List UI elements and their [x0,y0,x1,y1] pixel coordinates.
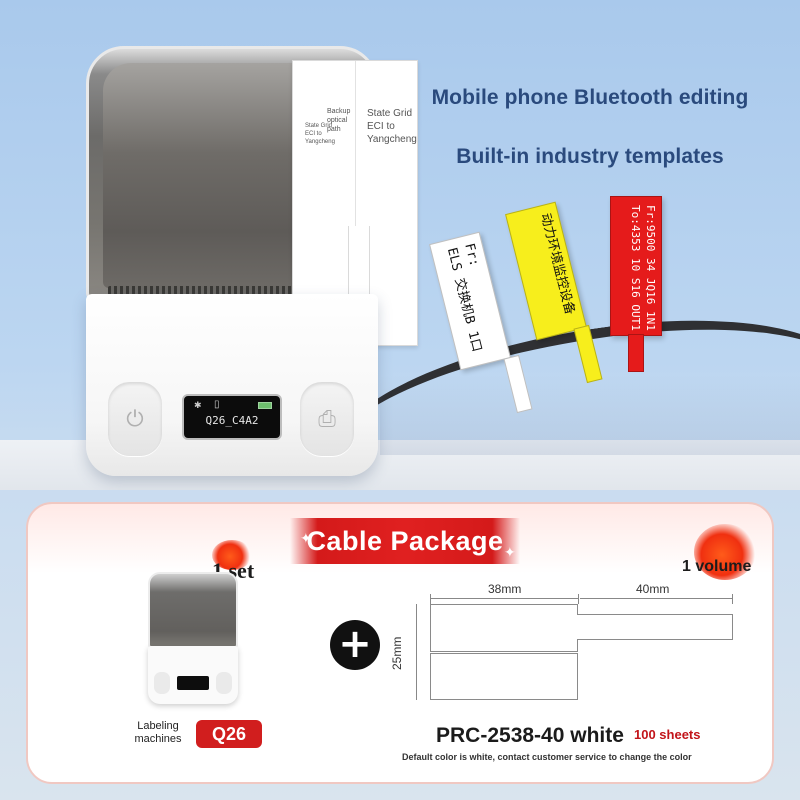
print-icon: ⎙ [318,406,336,431]
sheet-count: 100 sheets [634,727,701,742]
tag-yellow: 动力环境监控设备 [505,201,587,341]
printer-body: ⏻ ✱ ▯ Q26_C4A2 ⎙ [86,294,378,476]
paper-mid-line: Backup [327,108,351,115]
sparkle-icon: ✦ [504,544,516,560]
dimension-tick [578,594,579,604]
wall-shadow [380,375,800,455]
tag-yellow-line1: 动力环境监控设备 [537,211,578,317]
label-top-half [430,604,578,652]
dimension-tick [430,594,431,604]
paper-mid-line: optical [327,117,348,125]
mini-printer-lid [148,572,238,648]
dimension-line-a [430,598,578,599]
tag-white: Fr: ELS 交换机B 1口 [429,231,511,371]
paper-left-text: State Grid ECI to Yangcheng [305,123,335,146]
label-printer: State Grid ECI to Yangcheng Backup optic… [86,46,418,476]
display-device-id: Q26_C4A2 [205,414,259,427]
mini-print-button [216,672,232,694]
paper-left-line: ECI to [305,130,322,137]
hero-scene: Mobile phone Bluetooth editing Built-in … [0,46,800,490]
tag-red: Fr:9500 34 JQ16 1N1 To:4353 10 S16 OUT1 [610,196,662,336]
model-badge: Q26 [196,720,262,748]
mini-printer-body [148,646,238,704]
mini-display [177,676,209,690]
power-icon: ⏻ [126,406,144,431]
bluetooth-icon: ✱ [194,400,202,410]
package-banner: Cable Package [290,518,520,564]
paper-cutter-slot [108,286,358,296]
dimension-height-line [416,604,417,700]
tag-red-line1: Fr:9500 34 JQ16 1N1 [644,205,657,331]
plus-icon: + [330,620,380,670]
paper-right-line: ECI to [367,121,395,132]
label-bottom-half [430,653,578,700]
brush-stroke-decoration [212,540,252,570]
dimension-line-b [580,598,732,599]
tag-red-tail [628,334,644,372]
paper-divider [355,61,356,347]
dimension-width-b: 40mm [636,582,670,596]
machine-caption: Labeling machines [130,720,186,746]
power-button[interactable]: ⏻ [108,382,162,456]
paper-mid-line: path [327,126,341,134]
tag-red-line2: To:4353 10 S16 OUT1 [629,205,643,331]
paper-right-line: State Grid [367,108,413,119]
label-tail [577,614,733,640]
dimension-height: 25mm [390,636,404,670]
battery-icon [258,402,272,409]
printer-display: ✱ ▯ Q26_C4A2 [182,394,282,440]
headline-templates: Built-in industry templates [456,145,724,168]
print-button[interactable]: ⎙ [300,382,354,456]
dimension-width-a: 38mm [488,582,522,596]
flame-decoration [694,524,756,580]
product-name: PRC-2538-40 white [436,724,624,747]
paper-left-line: Yangcheng [305,138,335,145]
machine-caption-line1: Labeling [137,720,179,732]
mini-printer-image [148,572,238,704]
mini-power-button [154,672,170,694]
machine-caption-line2: machines [134,733,182,746]
paper-right-text: State Grid ECI to Yangcheng [367,107,417,146]
volume-quantity: 1 volume [682,558,752,575]
document-icon: ▯ [214,399,220,410]
headline-bluetooth: Mobile phone Bluetooth editing [431,86,749,109]
dimension-tick [732,594,733,604]
paper-right-line: Yangcheng [367,134,417,145]
color-footnote: Default color is white, contact customer… [402,752,692,762]
sparkle-icon: ✦ [300,530,312,546]
paper-mid-text: Backup optical path [327,107,350,134]
paper-left-line: State Grid [305,123,333,129]
